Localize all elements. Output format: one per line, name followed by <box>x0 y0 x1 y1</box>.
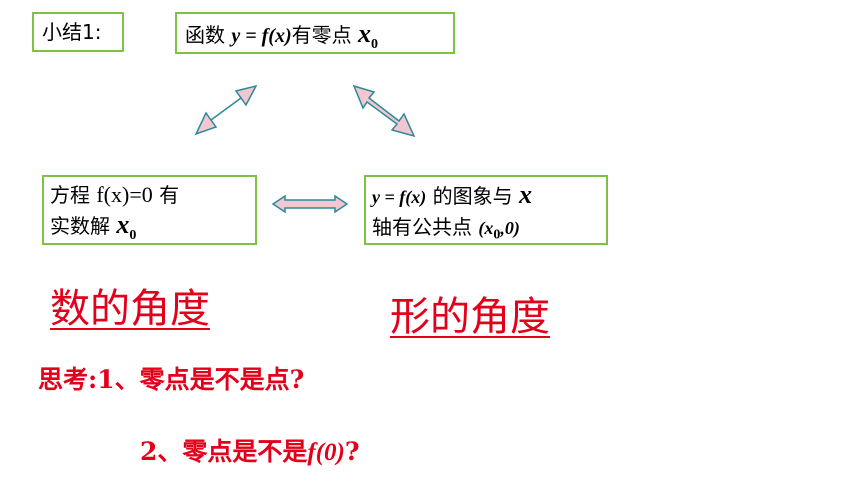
equation-expression: f(x)=0 <box>96 182 153 207</box>
axis-variable: x <box>518 180 532 209</box>
intersection-line: 轴有公共点 (x0,0) <box>372 215 520 243</box>
summary-text: 小结1: <box>42 20 102 44</box>
zero-variable: x0 <box>357 19 378 53</box>
graph-line: y = f(x) 的图象与 x <box>372 180 532 209</box>
double-arrow-left-icon <box>194 84 258 136</box>
double-arrow-right-icon <box>352 84 416 138</box>
graph-expression: y = f(x) <box>372 187 427 207</box>
common-point: (x0,0) <box>478 218 520 243</box>
question-one: 思考:1、零点是不是点? <box>38 365 305 394</box>
equation-line: 方程 f(x)=0 有 <box>50 182 180 207</box>
function-expression: y = f(x) <box>231 25 292 47</box>
graph-intersection-box: y = f(x) 的图象与 x 轴有公共点 (x0,0) <box>364 175 608 245</box>
function-label: 函数 <box>185 23 225 47</box>
zero-point-label: 有零点 <box>291 23 352 47</box>
double-arrow-horizontal-icon <box>271 194 349 214</box>
function-zero-box: 函数 y = f(x)有零点 x0 <box>175 12 455 54</box>
equation-solution-box: 方程 f(x)=0 有 实数解 x0 <box>42 175 257 245</box>
solution-line: 实数解 x0 <box>50 210 137 244</box>
summary-label: 小结1: <box>32 12 124 52</box>
shape-angle-heading: 形的角度 <box>390 294 550 340</box>
solution-variable: x0 <box>116 210 137 244</box>
question-two: 2、零点是不是f(0)? <box>140 437 360 466</box>
number-angle-heading: 数的角度 <box>50 286 210 332</box>
